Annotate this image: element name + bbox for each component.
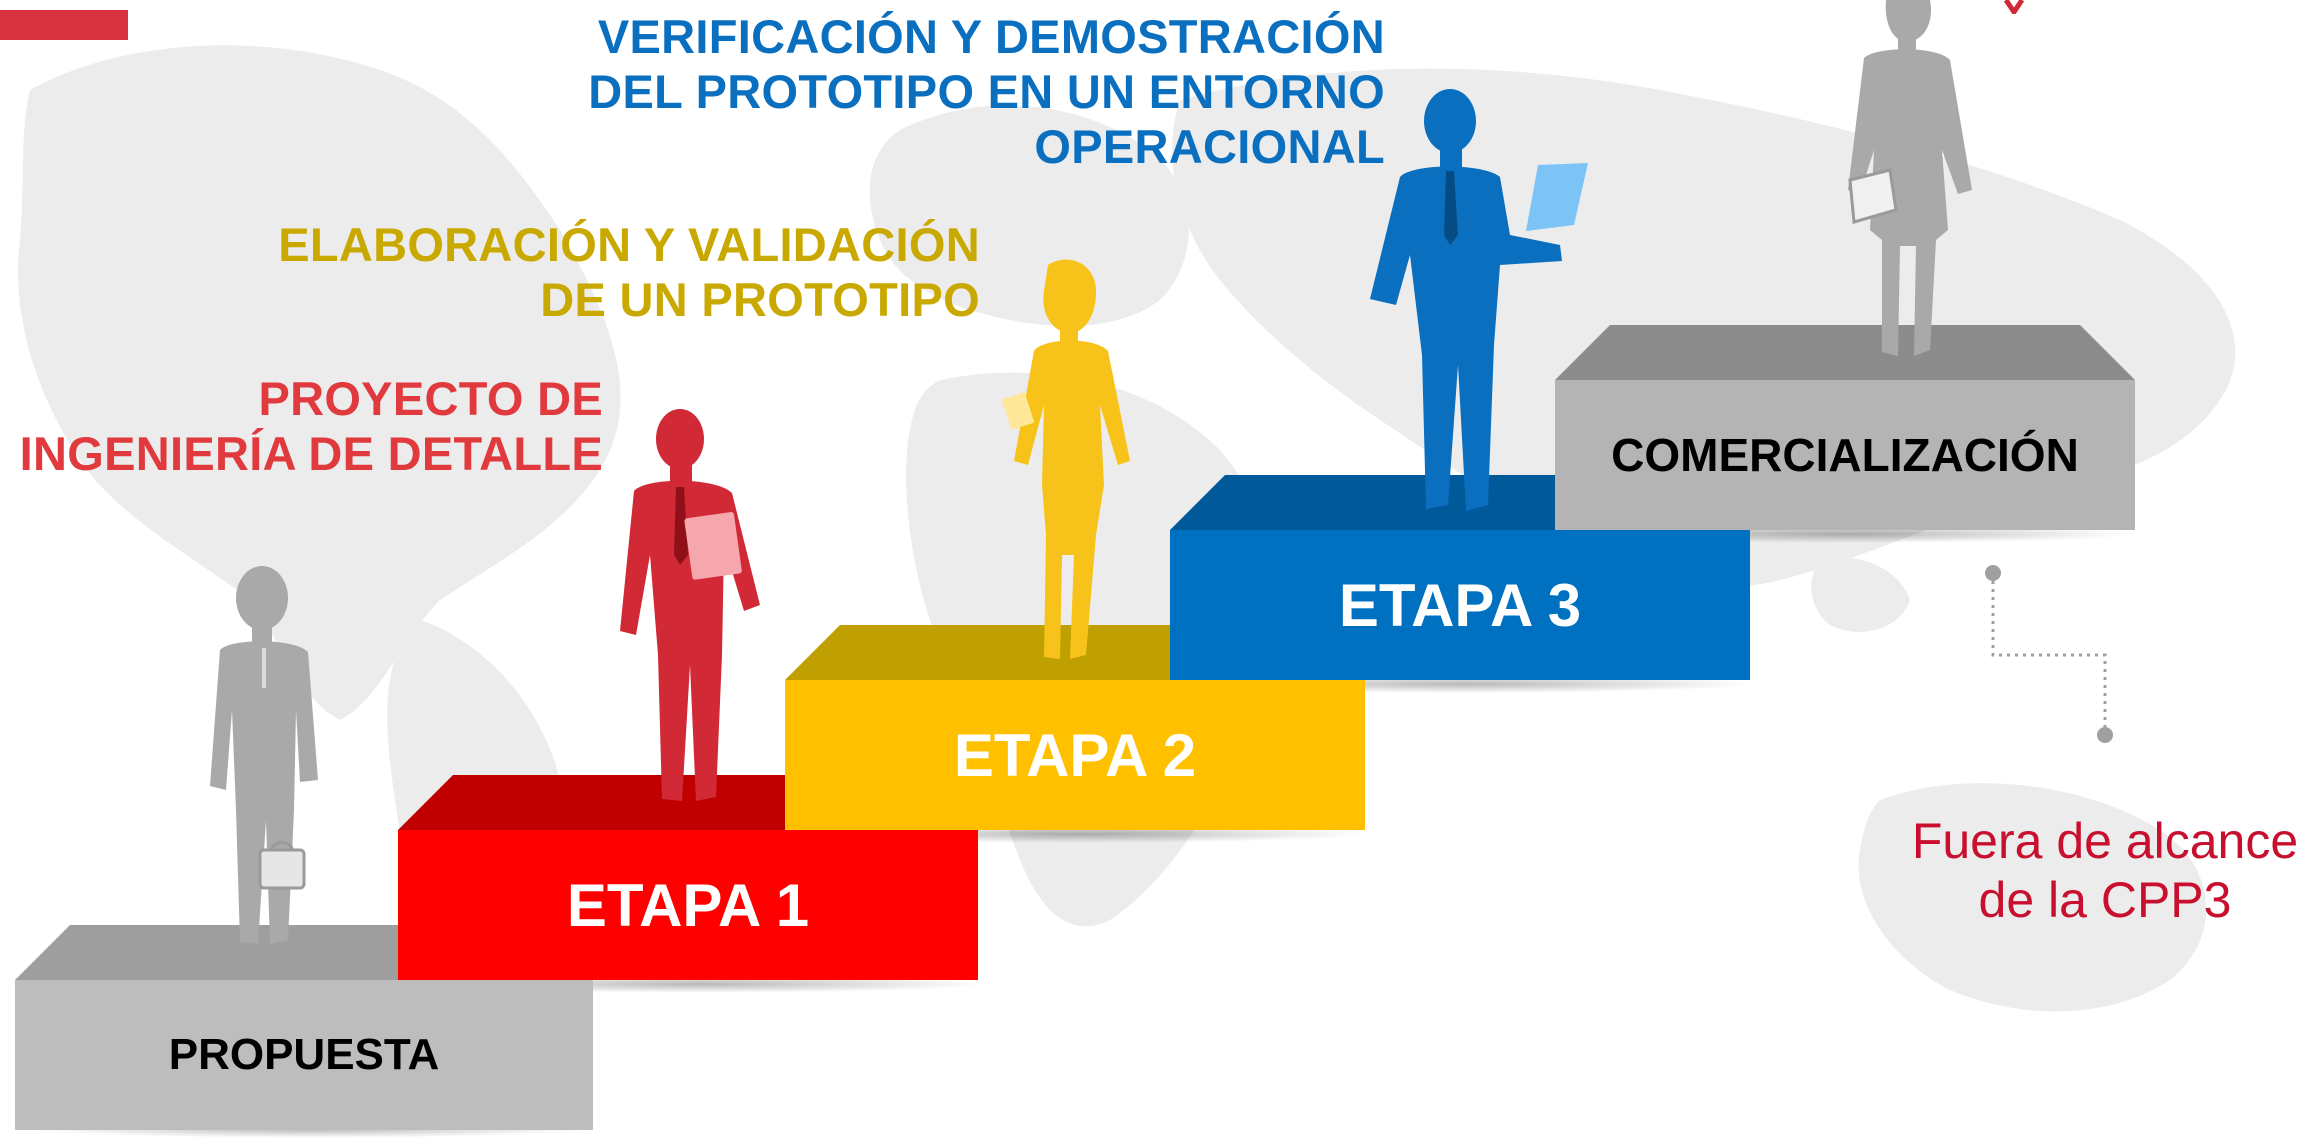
connector-dotted-line bbox=[1991, 573, 2107, 735]
step-comercializacion: COMERCIALIZACIÓN bbox=[1555, 325, 2135, 530]
step-etapa1-label: ETAPA 1 bbox=[566, 871, 810, 939]
step-comercializacion-top bbox=[1555, 325, 2135, 530]
etapa2-description-line2: DE UN PROTOTIPO bbox=[540, 272, 980, 326]
businessman-laptop-silhouette-icon bbox=[1370, 89, 1588, 511]
scope-connector bbox=[1985, 565, 2113, 743]
businesswoman-handbag-silhouette-icon bbox=[1848, 0, 1972, 356]
etapa3-description-line3: OPERACIONAL bbox=[1034, 119, 1385, 173]
businessman-briefcase-silhouette-icon bbox=[210, 566, 318, 944]
step-etapa2-label: ETAPA 2 bbox=[953, 721, 1197, 789]
etapa3-description-line2: DEL PROTOTIPO EN UN ENTORNO bbox=[588, 64, 1385, 118]
step-etapa3-label: ETAPA 3 bbox=[1338, 571, 1582, 639]
out-of-scope-note: Fuera de alcance de la CPP3 bbox=[1895, 812, 2315, 930]
etapa1-description-line2: INGENIERÍA DE DETALLE bbox=[19, 426, 603, 480]
red-mark-fragment bbox=[2003, 0, 2025, 14]
out-of-scope-note-line2: de la CPP3 bbox=[1978, 872, 2232, 928]
businessman-folder-silhouette-icon bbox=[620, 409, 760, 801]
etapa1-description: PROYECTO DE INGENIERÍA DE DETALLE bbox=[20, 372, 603, 482]
etapa3-description: VERIFICACIÓN Y DEMOSTRACIÓN DEL PROTOTIP… bbox=[588, 10, 1385, 175]
out-of-scope-note-line1: Fuera de alcance bbox=[1911, 813, 2299, 869]
step-comercializacion-label: COMERCIALIZACIÓN bbox=[1611, 429, 2079, 481]
step-etapa1: ETAPA 1 bbox=[398, 775, 978, 980]
step-etapa3: ETAPA 3 bbox=[1170, 475, 1750, 680]
etapa2-description: ELABORACIÓN Y VALIDACIÓN DE UN PROTOTIPO bbox=[278, 218, 980, 328]
etapa3-description-line1: VERIFICACIÓN Y DEMOSTRACIÓN bbox=[597, 10, 1385, 63]
etapa1-description-line1: PROYECTO DE bbox=[258, 372, 603, 425]
step-propuesta-label: PROPUESTA bbox=[168, 1030, 440, 1079]
connector-end-dot bbox=[2097, 727, 2113, 743]
step-etapa3-top bbox=[1170, 475, 1750, 680]
businesswoman-document-silhouette-icon bbox=[1002, 259, 1130, 659]
accent-bar bbox=[0, 10, 128, 40]
etapa2-description-line1: ELABORACIÓN Y VALIDACIÓN bbox=[278, 218, 980, 271]
